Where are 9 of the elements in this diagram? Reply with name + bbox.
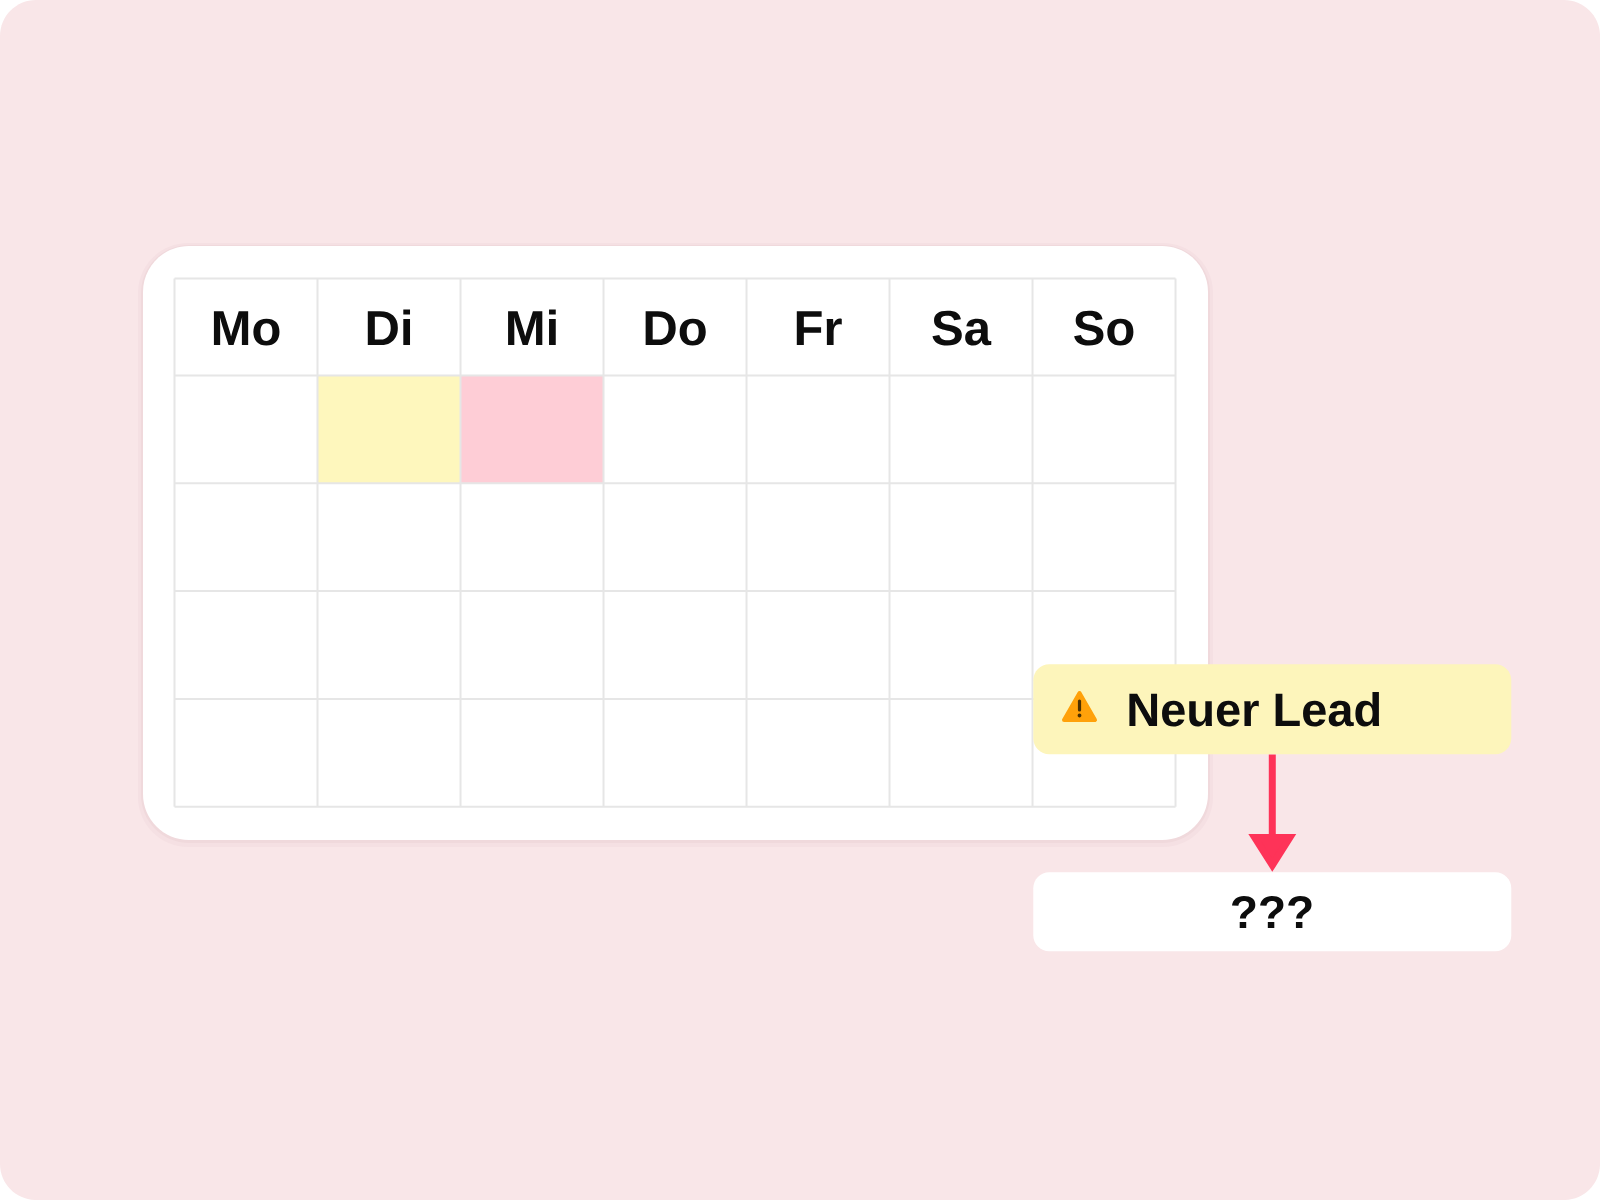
alert-box: Neuer Lead	[1033, 664, 1512, 755]
column-header: Do	[645, 311, 706, 346]
column-header: So	[1074, 310, 1134, 346]
column-header: Sa	[932, 310, 992, 346]
column-header: Fr	[796, 311, 842, 345]
column-header: Mo	[213, 311, 280, 346]
column-header: Mi	[508, 309, 556, 345]
column-header: Di	[367, 309, 410, 345]
result-box: ???	[1033, 872, 1512, 952]
